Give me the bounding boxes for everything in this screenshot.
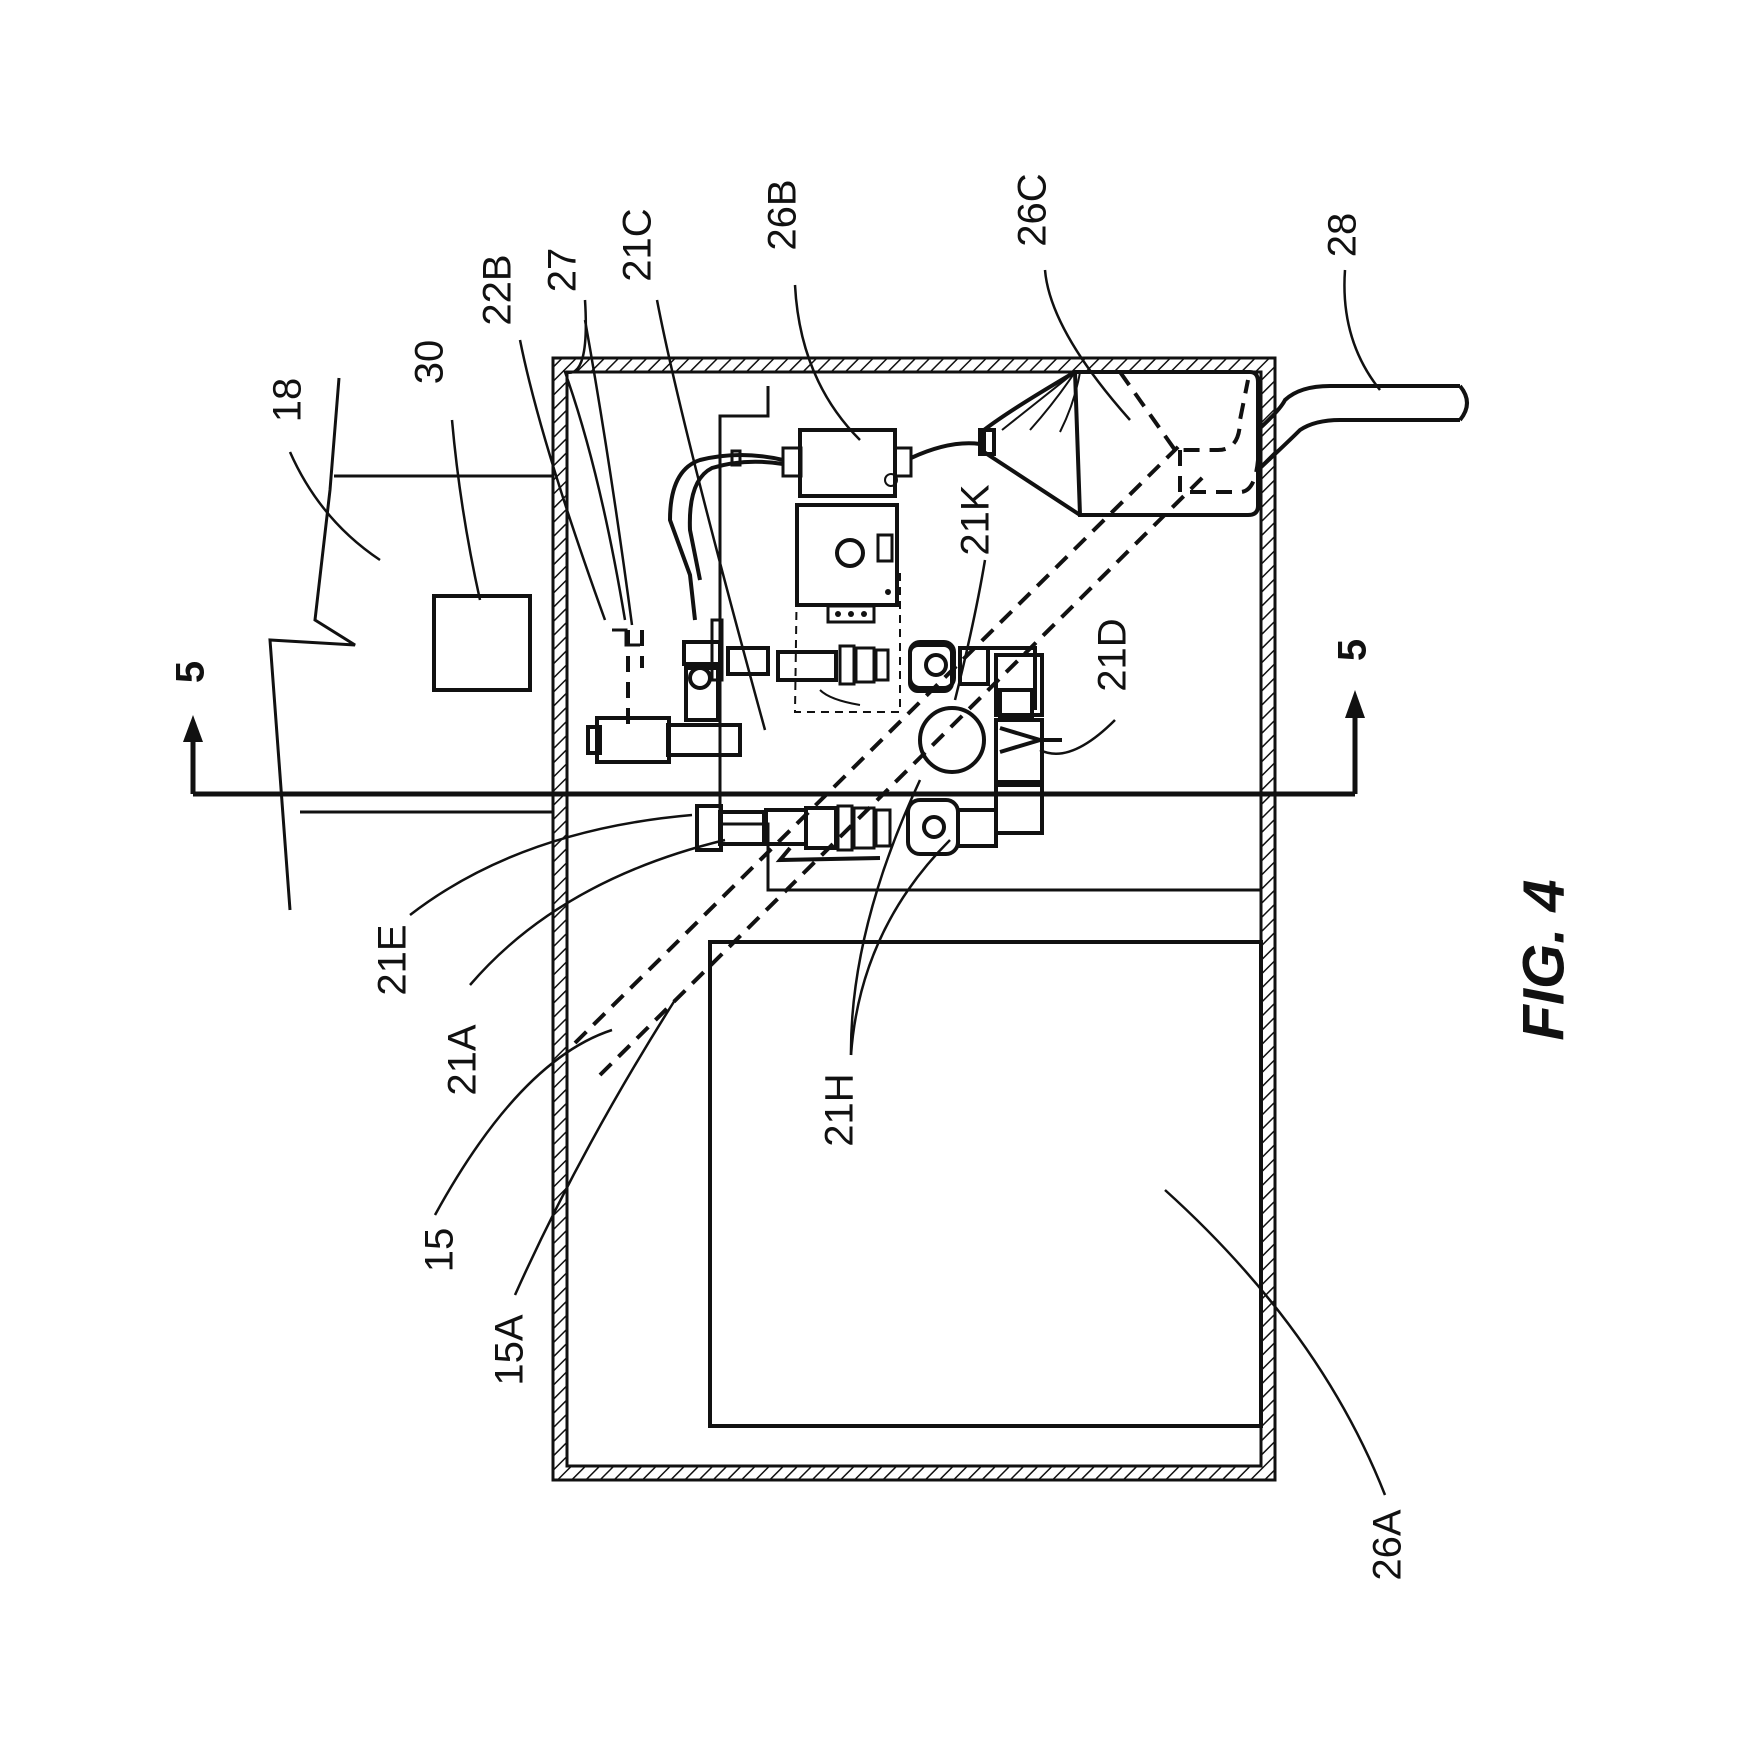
section-marker-right: 5: [1331, 639, 1375, 661]
label-26C: 26C: [1011, 173, 1055, 246]
label-21H: 21H: [818, 1073, 862, 1146]
valve-assembly-lower: [695, 798, 998, 863]
label-21K: 21K: [954, 484, 998, 555]
label-15: 15: [418, 1228, 462, 1273]
label-15A: 15A: [488, 1314, 532, 1385]
pipeline-dashed: [573, 441, 1207, 1077]
valve-assembly-upper: [726, 640, 1037, 720]
label-21C: 21C: [616, 208, 660, 281]
section-line: [183, 690, 1365, 797]
label-18: 18: [266, 378, 310, 423]
label-22B: 22B: [476, 254, 520, 325]
label-21E: 21E: [371, 924, 415, 995]
enclosure: [551, 356, 1277, 1482]
label-30: 30: [408, 340, 452, 385]
drain-funnel: [978, 370, 1260, 517]
building-wall: [268, 377, 553, 911]
manifold: [586, 618, 742, 764]
controller-box: [432, 594, 532, 692]
figure-caption: FIG. 4: [1511, 879, 1576, 1040]
section-marker-left: 5: [169, 661, 213, 683]
label-28: 28: [1321, 213, 1365, 258]
label-26A: 26A: [1366, 1509, 1410, 1580]
leak-detector: [667, 428, 981, 621]
label-27: 27: [541, 248, 585, 293]
reference-labels: 18 30 22B 27 21C 26B 26C 28 21K 21D 21E …: [266, 173, 1410, 1580]
control-unit: [793, 503, 901, 713]
label-26B: 26B: [761, 179, 805, 250]
label-21D: 21D: [1091, 618, 1135, 691]
drain-pipe: [1256, 384, 1469, 472]
label-21A: 21A: [441, 1024, 485, 1095]
leader-lines: [288, 269, 1387, 1496]
